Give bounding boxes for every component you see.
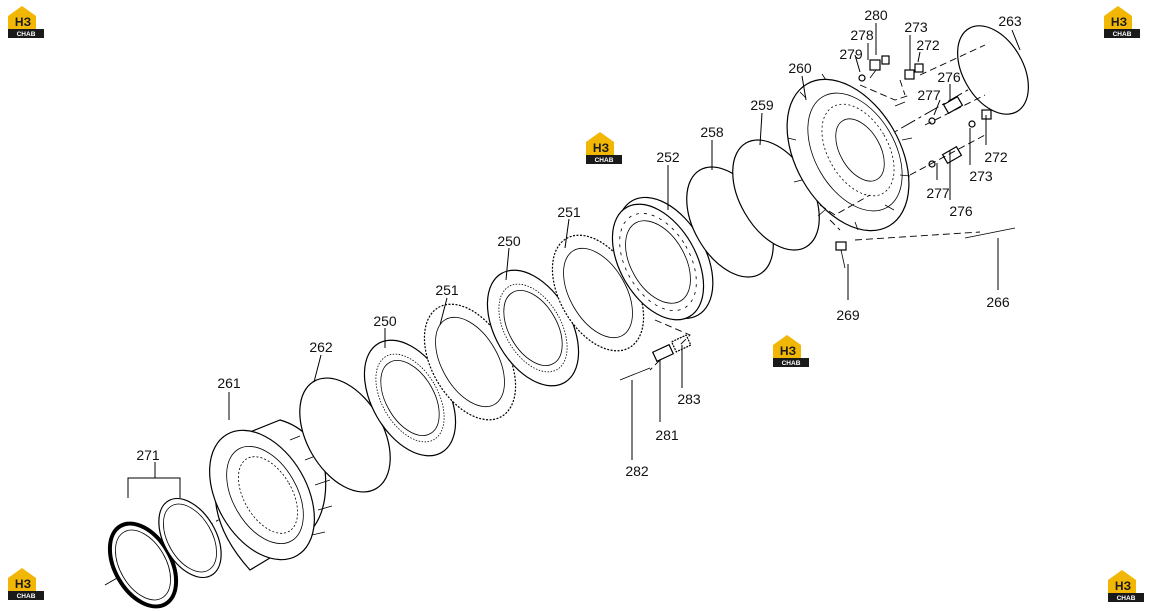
label-251-a: 251 (435, 282, 459, 298)
label-260: 260 (788, 60, 812, 76)
label-252: 252 (656, 149, 680, 165)
label-277-a: 277 (917, 87, 941, 103)
part-266-stud (964, 227, 1016, 239)
label-282: 282 (625, 463, 649, 479)
label-280: 280 (864, 7, 888, 23)
part-269-bolt (835, 241, 847, 269)
label-281: 281 (655, 427, 679, 443)
label-262: 262 (309, 339, 333, 355)
label-273-b: 273 (969, 168, 993, 184)
svg-text:CHAB: CHAB (17, 593, 36, 600)
part-260-cover (786, 69, 913, 232)
label-269: 269 (836, 307, 860, 323)
svg-text:CHAB: CHAB (782, 360, 801, 367)
part-263-ring (957, 25, 1029, 115)
watermark-logo: CHAB (773, 335, 809, 367)
label-271: 271 (136, 447, 160, 463)
label-279: 279 (839, 46, 863, 62)
label-261: 261 (217, 375, 241, 391)
label-272-b: 272 (984, 149, 1008, 165)
label-273-a: 273 (904, 19, 928, 35)
leader-lines (127, 23, 1021, 498)
part-small-hardware (858, 55, 992, 168)
watermark-logo: CHAB (1108, 570, 1144, 602)
label-272-a: 272 (916, 37, 940, 53)
label-278: 278 (850, 27, 874, 43)
svg-text:CHAB: CHAB (1117, 595, 1136, 602)
watermark-logo: CHAB (8, 568, 44, 600)
label-276-b: 276 (949, 203, 973, 219)
label-251-b: 251 (557, 204, 581, 220)
label-266: 266 (986, 294, 1010, 310)
part-271-rings (107, 497, 222, 609)
part-261-housing (209, 419, 333, 571)
label-276-a: 276 (937, 69, 961, 85)
label-258: 258 (700, 124, 724, 140)
label-250-b: 250 (497, 233, 521, 249)
label-250-a: 250 (373, 313, 397, 329)
hardware-guides (819, 44, 986, 241)
watermark-logo: CHAB (1104, 6, 1140, 38)
label-283: 283 (677, 391, 701, 407)
watermark-logo: CHAB (586, 132, 622, 164)
svg-text:CHAB: CHAB (595, 157, 614, 164)
part-labels: 271 261 262 250 251 250 251 252 258 259 … (136, 7, 1022, 479)
svg-text:CHAB: CHAB (17, 31, 36, 38)
label-259: 259 (750, 97, 774, 113)
label-277-b: 277 (926, 185, 950, 201)
label-263: 263 (998, 13, 1022, 29)
part-281-283-group (619, 319, 692, 381)
part-252-piston (611, 196, 714, 321)
watermark-logo: CHAB (8, 6, 44, 38)
svg-text:CHAB: CHAB (1113, 31, 1132, 38)
